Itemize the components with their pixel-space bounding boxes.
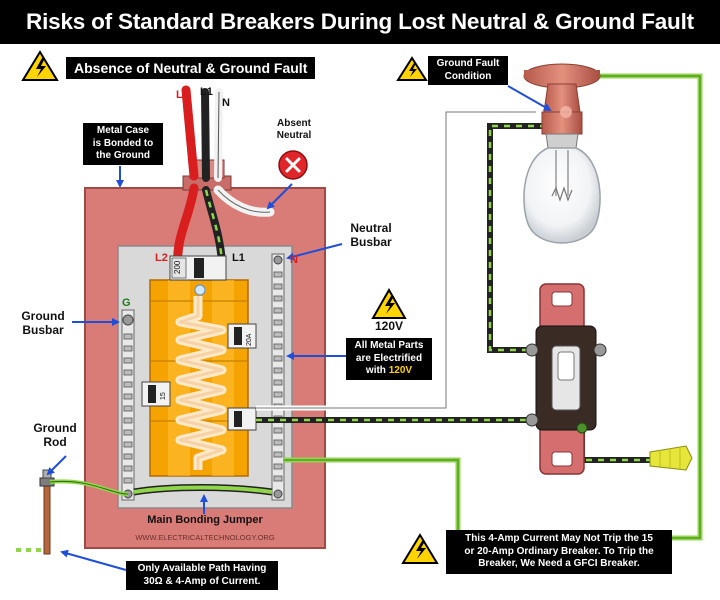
close-icon	[278, 150, 308, 180]
absent-neutral-label: Absent Neutral	[276, 118, 312, 141]
n-panel-label: N	[290, 254, 298, 266]
light-bulb-icon	[523, 63, 601, 244]
breaker-20-label: 20A	[246, 333, 253, 346]
voltage-label: 120V	[374, 319, 404, 333]
ground-fault-callout: Ground Fault Condition	[428, 56, 508, 85]
wire-nut-icon	[649, 445, 693, 471]
ground-rod-label: Ground Rod	[33, 421, 77, 449]
main-breaker-label: 200	[173, 260, 182, 274]
warning-triangle-icon	[21, 50, 59, 81]
l2-panel-label: L2	[155, 252, 168, 264]
gfci-note-callout: This 4-Amp Current May Not Trip the 15 o…	[446, 530, 672, 574]
warning-triangle-icon	[401, 533, 439, 564]
warning-triangle-icon	[371, 287, 407, 319]
watermark: WWW.ELECTRICALTECHNOLOGY.ORG	[135, 533, 274, 542]
main-bonding-jumper-label: Main Bonding Jumper	[147, 514, 263, 526]
neutral-busbar-label: Neutral Busbar	[350, 221, 392, 249]
n-top-label: N	[222, 97, 230, 109]
l2-top-label: L2	[176, 89, 189, 101]
subtitle-box: Absence of Neutral & Ground Fault	[66, 57, 316, 79]
wall-switch-icon	[525, 283, 607, 475]
l1-top-label: L1	[200, 86, 213, 98]
metal-case-callout: Metal Case is Bonded to the Ground	[83, 123, 163, 165]
warning-triangle-icon	[396, 56, 428, 81]
g-panel-label: G	[122, 297, 131, 309]
l1-panel-label: L1	[232, 252, 245, 264]
page-title: Risks of Standard Breakers During Lost N…	[0, 0, 720, 44]
metal-parts-callout: All Metal Parts are Electrified with 120…	[346, 338, 432, 380]
breaker-15-label: 15	[160, 392, 167, 400]
ground-busbar-label: Ground Busbar	[21, 309, 65, 337]
only-path-callout: Only Available Path Having 30Ω & 4-Amp o…	[126, 561, 278, 590]
